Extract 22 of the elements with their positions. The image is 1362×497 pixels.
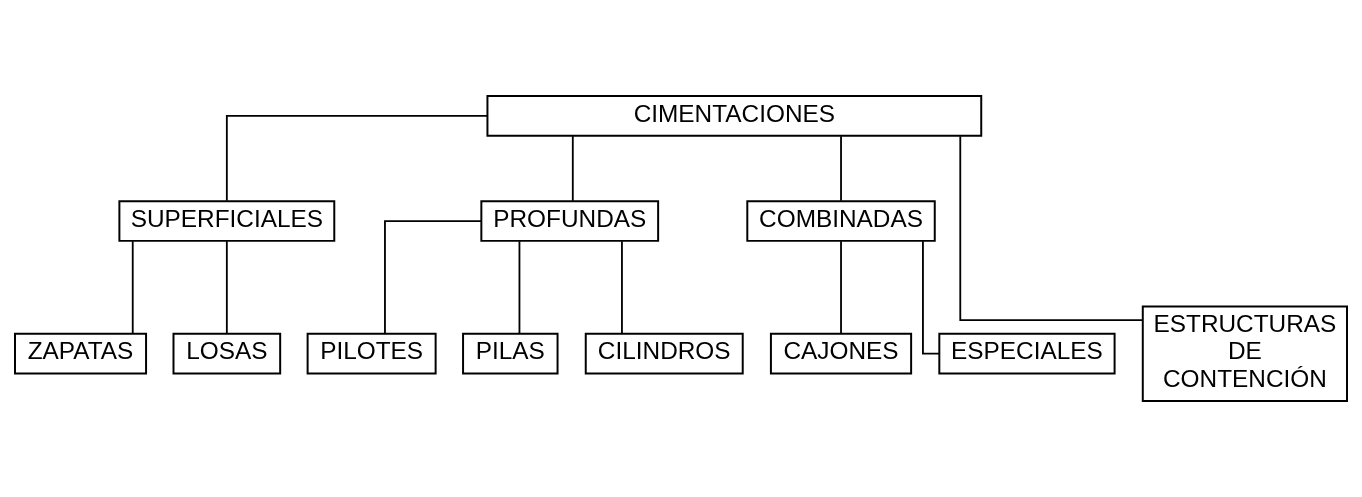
node-box: CIMENTACIONES xyxy=(486,95,983,137)
connector xyxy=(840,240,842,335)
connector xyxy=(621,240,623,335)
node-box: CAJONES xyxy=(769,332,913,375)
node-box: PROFUNDAS xyxy=(480,200,660,242)
connector xyxy=(225,115,489,202)
connector xyxy=(840,135,842,202)
connector xyxy=(571,135,574,202)
node-box: ESPECIALES xyxy=(938,332,1116,375)
node-box: PILAS xyxy=(462,332,559,375)
connector xyxy=(384,220,483,335)
node-box: ZAPATAS xyxy=(14,332,148,375)
connector xyxy=(518,240,521,335)
node-box: CILINDROS xyxy=(584,332,744,375)
node-box: LOSAS xyxy=(172,332,282,375)
node-box: SUPERFICIALES xyxy=(118,200,336,242)
node-box: PILOTES xyxy=(306,332,437,375)
connector xyxy=(959,135,1144,322)
connector xyxy=(225,240,228,335)
node-box: ESTRUCTURAS DE CONTENCIÓN xyxy=(1141,305,1348,402)
node-box: COMBINADAS xyxy=(746,200,936,242)
connector xyxy=(131,240,134,335)
